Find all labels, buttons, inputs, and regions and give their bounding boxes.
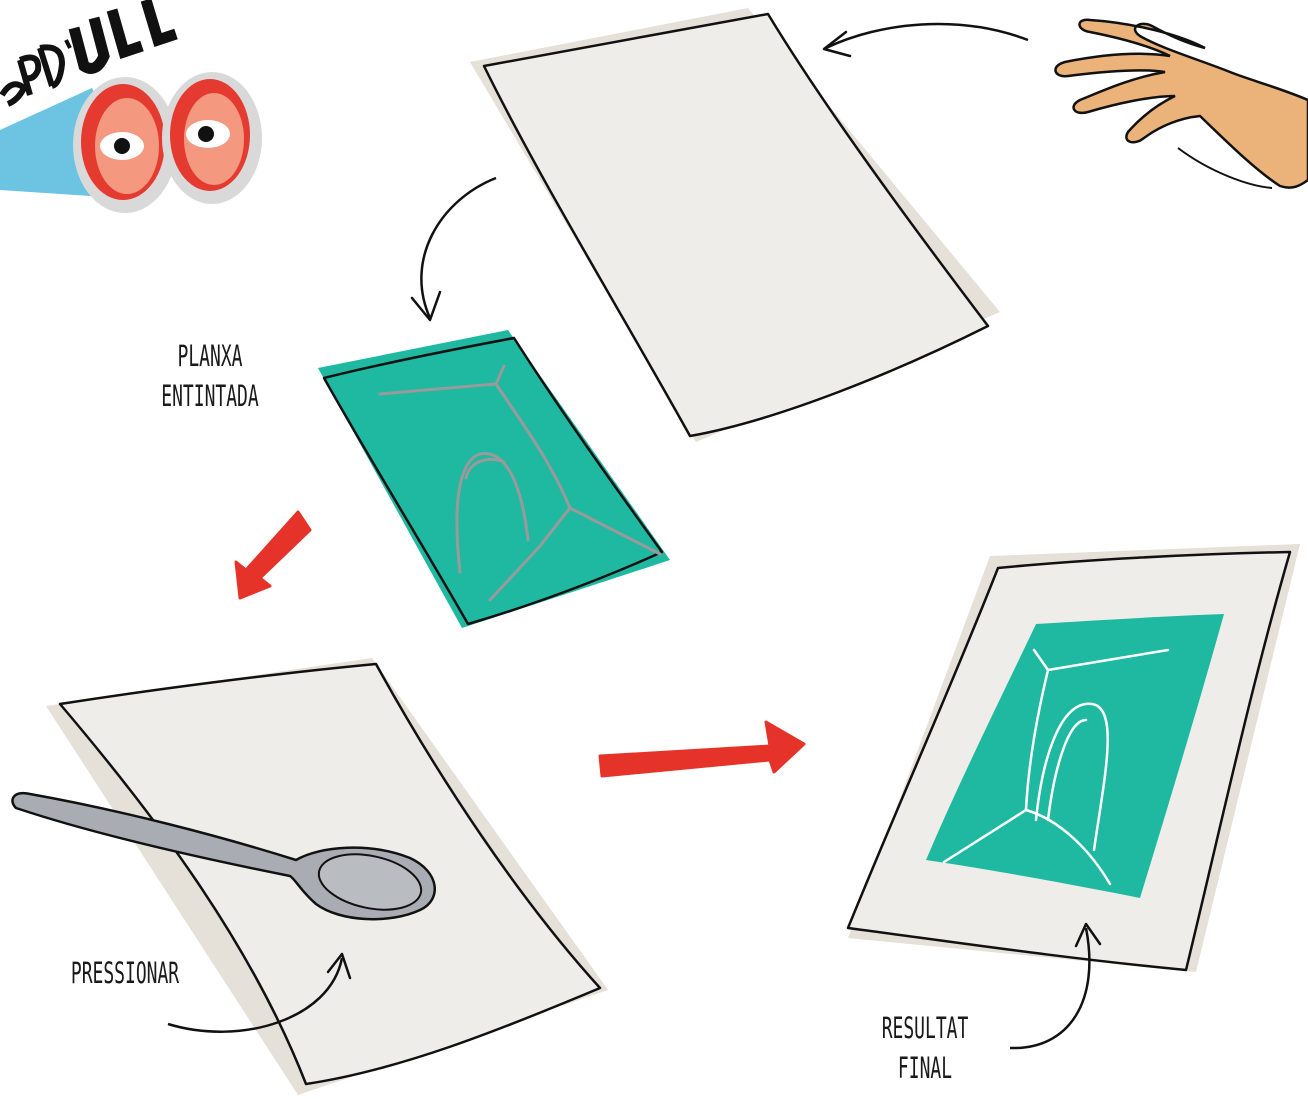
- spoon-icon: [11, 791, 436, 921]
- caption-final-result-line1: RESULTAT: [881, 1011, 969, 1045]
- caption-press: PRESSIONAR: [54, 953, 197, 993]
- inked-plate: [318, 330, 670, 628]
- red-arrow-icon: [234, 510, 312, 600]
- logo: [0, 0, 262, 213]
- caption-inked-plate-line1: PLANXA: [177, 339, 243, 373]
- caption-press-line1: PRESSIONAR: [70, 956, 180, 990]
- paper-sheet-top: [470, 8, 1000, 442]
- hand-icon: [1054, 18, 1308, 189]
- binoculars-eyes-icon: [73, 72, 262, 213]
- caption-inked-plate: PLANXA ENTINTADA: [129, 336, 290, 416]
- curved-arrow-icon: [822, 22, 1029, 58]
- caption-final-result-line2: FINAL: [897, 1051, 953, 1085]
- red-arrow-icon: [598, 720, 806, 778]
- final-print: [846, 544, 1300, 972]
- plate-engraving: [378, 364, 662, 602]
- curved-arrow-icon: [410, 176, 497, 322]
- curved-arrow-icon: [1009, 922, 1102, 1050]
- curved-arrow-icon: [167, 952, 352, 1033]
- logo-lettering: [0, 0, 178, 107]
- print-engraving: [942, 648, 1170, 886]
- caption-inked-plate-line2: ENTINTADA: [161, 379, 259, 413]
- caption-final-result: RESULTAT FINAL: [848, 1008, 1003, 1088]
